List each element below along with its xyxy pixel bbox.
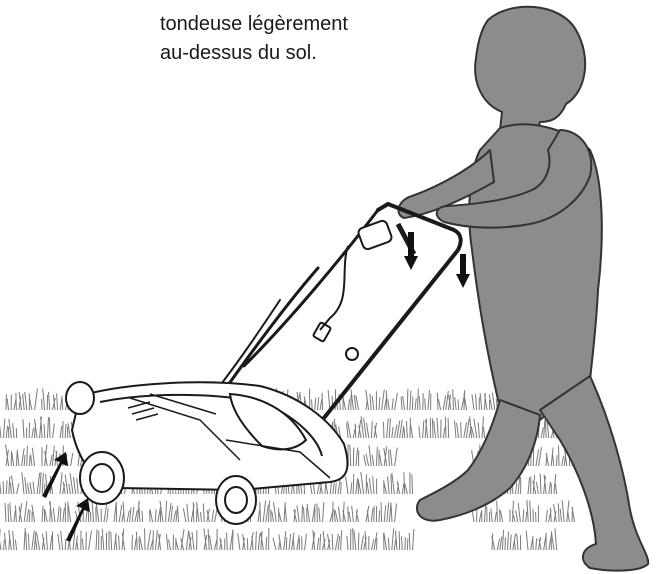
grass-tuft: [6, 389, 37, 410]
grass-tuft: [42, 445, 73, 466]
grass-tuft: [238, 528, 269, 550]
grass-tuft: [183, 502, 217, 522]
grass-tuft: [23, 416, 54, 438]
grass-tuft: [0, 528, 17, 550]
grass-tuft: [419, 417, 449, 438]
grass-tuft: [273, 531, 306, 550]
grass-tuft: [528, 474, 557, 494]
grass-tuft: [492, 530, 521, 550]
grass-tuft: [330, 502, 359, 522]
grass-tuft: [384, 418, 413, 438]
grass-tuft: [366, 389, 398, 410]
grass-tuft: [0, 472, 19, 494]
grass-tuft: [401, 389, 431, 411]
grass-tuft: [258, 501, 287, 523]
grass-tuft: [5, 501, 34, 522]
grass-tuft: [166, 529, 197, 550]
grass-tuft: [294, 502, 324, 522]
grass-tuft: [0, 419, 17, 438]
grass-tuft: [312, 530, 342, 550]
grass-tuft: [384, 529, 414, 551]
down-arrow-icon: [456, 254, 470, 288]
person-silhouette: [398, 7, 648, 571]
grass-tuft: [510, 500, 539, 522]
grass-tuft: [204, 528, 233, 550]
grass-tuft: [364, 445, 398, 466]
grass-tuft: [96, 529, 125, 550]
grass-tuft: [6, 444, 35, 466]
grass-tuft: [58, 528, 92, 550]
grass-tuft: [114, 501, 143, 522]
grass-tuft: [24, 528, 53, 550]
grass-tuft: [347, 416, 377, 438]
grass-tuft: [42, 501, 71, 522]
grass-tuft: [526, 528, 556, 550]
grass-tuft: [546, 500, 575, 522]
grass-tuft: [347, 528, 377, 550]
grass-tuft: [346, 472, 377, 494]
grass-tuft: [366, 502, 397, 522]
grass-tuft: [437, 389, 466, 410]
grass-tuft: [150, 501, 179, 522]
grass-tuft: [132, 528, 161, 550]
grass-tuft: [384, 472, 413, 494]
grass-tuft: [455, 416, 485, 438]
